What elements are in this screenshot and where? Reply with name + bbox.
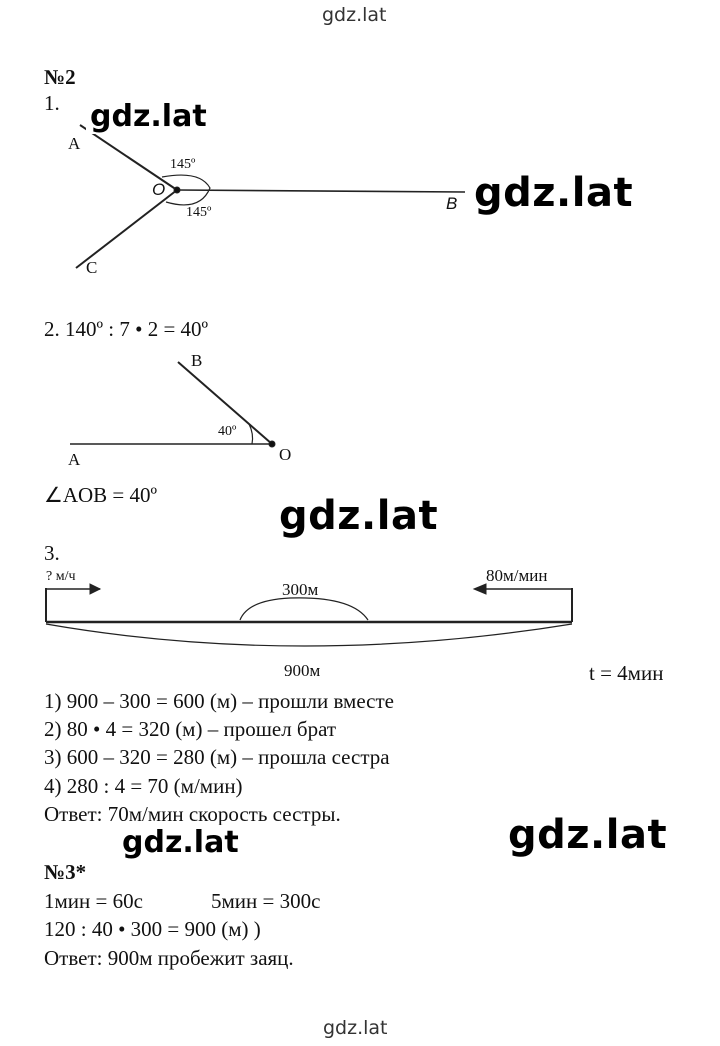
watermark-bottom: gdz.lat [323,1017,388,1039]
watermark-5: gdz.lat [508,812,668,858]
watermark-3: gdz.lat [279,493,439,539]
step-1: 1) 900 – 300 = 600 (м) – прошли вместе [44,689,394,713]
fig3-speed-right: 80м/мин [486,566,548,585]
fig1-label-b: B [446,194,458,213]
fig3-gap: 300м [282,580,319,599]
figure-angles-145 [75,124,466,269]
step-3: 3) 600 – 320 = 280 (м) – прошла сестра [44,745,390,769]
fig2-angle: 40º [218,424,237,439]
task2-heading: №2 [44,65,76,89]
part3-number: 3. [44,541,60,565]
step-2: 2) 80 • 4 = 320 (м) – прошел брат [44,717,337,741]
watermark-1: gdz.lat [86,99,211,134]
fig1-label-o: O [152,180,166,199]
task3-heading: №3* [44,860,87,884]
task3-line2: 120 : 40 • 300 = 900 (м) ) [44,917,261,941]
figure-motion [45,583,573,647]
fig3-time: t = 4мин [589,661,664,685]
fig1-label-c: C [86,258,98,277]
part3-answer: Ответ: 70м/мин скорость сестры. [44,802,341,826]
figure-angle-40 [70,361,276,448]
watermark-2: gdz.lat [474,170,634,216]
fig2-label-o: O [279,445,292,464]
fig1-angle-top: 145º [170,157,196,172]
fig3-total: 900м [284,661,321,680]
task3-answer: Ответ: 900м пробежит заяц. [44,946,294,970]
step-4: 4) 280 : 4 = 70 (м/мин) [44,774,243,798]
task3-line1-b: 5мин = 300с [211,889,321,913]
part2-equation: 2. 140º : 7 • 2 = 40º [44,317,209,341]
fig1-angle-bottom: 145º [186,205,212,220]
watermark-top: gdz.lat [322,4,387,26]
watermark-4: gdz.lat [118,825,243,860]
part2-result: ∠AOB = 40º [44,483,158,507]
task3-line1-a: 1мин = 60с [44,889,143,913]
fig2-label-a: A [68,450,81,469]
part1-number: 1. [44,91,60,115]
fig1-label-a: A [68,134,81,153]
fig2-label-b: B [191,351,203,370]
fig3-speed-left: ? м/ч [46,569,76,584]
